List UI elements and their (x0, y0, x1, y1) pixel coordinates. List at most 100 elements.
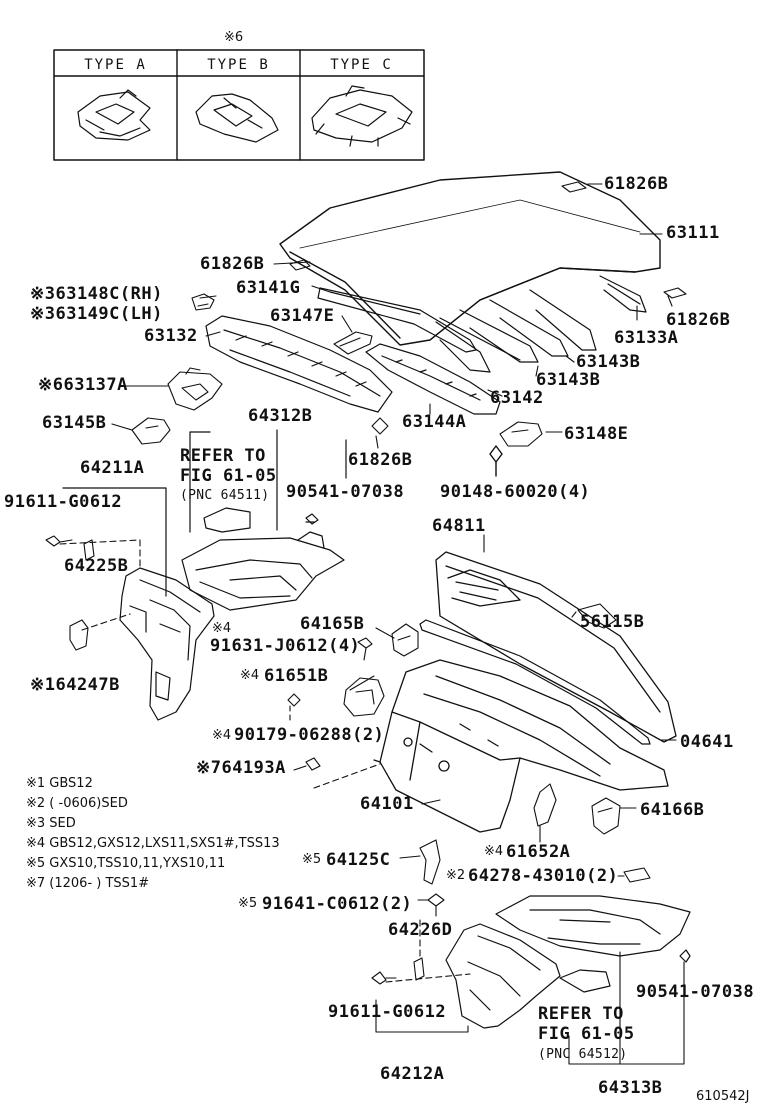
roof-reinforcements (435, 275, 647, 373)
part-label-90541-07038-upper: 90541-07038 (286, 482, 405, 502)
weatherstrip-04641 (419, 619, 651, 745)
part-label-91641-C0612: 91641-C0612(2) (262, 894, 413, 914)
part-label-63137A: ※663137A (38, 375, 128, 395)
part-label-91611-G0612-upper: 91611-G0612 (4, 492, 123, 512)
part-label-64278-43010: 64278-43010(2) (468, 866, 619, 886)
legend-note-5: ※5 GXS10,TSS10,11,YXS10,11 (26, 856, 226, 871)
part-label-63142: 63142 (490, 388, 544, 408)
type-b-bracket-sketch (195, 93, 279, 143)
bracket-61652A (533, 783, 557, 827)
type-a-bracket-sketch (77, 89, 151, 141)
part-label-61826B-right: 61826B (666, 310, 731, 330)
leader-lines-top (62, 429, 347, 597)
part-label-63148C: ※363148C(RH) (30, 284, 163, 304)
brackets-64165B-61651B (287, 623, 419, 789)
part-label-64247B: ※164247B (30, 675, 120, 695)
note-mark-4-a: ※4 (212, 621, 232, 636)
side-panel-64212A (445, 923, 561, 1029)
note-mark-2: ※2 (446, 868, 466, 883)
legend-note-7: ※7 (1206- ) TSS1# (26, 876, 150, 891)
bracket-63145B (131, 417, 171, 445)
part-label-63145B: 63145B (42, 413, 107, 433)
type-table (53, 49, 425, 161)
refer-upper-line3: (PNC 64511) (180, 488, 270, 503)
part-label-64225B: 64225B (64, 556, 129, 576)
rail-63141G (317, 287, 477, 353)
type-c-bracket-sketch (311, 85, 413, 147)
type-b-header: TYPE B (207, 57, 270, 73)
back-panel-64101 (373, 659, 669, 833)
part-label-64125C: 64125C (326, 850, 391, 870)
refer-lower-line1: REFER TO (538, 1004, 624, 1024)
part-label-63144A: 63144A (402, 412, 467, 432)
roof-panel-63111 (279, 171, 661, 346)
part-label-61826B-mid: 61826B (348, 450, 413, 470)
bolt-91641 (427, 893, 445, 917)
part-label-61652A: 61652A (506, 842, 571, 862)
trunk-lid-64811 (435, 551, 677, 743)
refer-upper-line2: FIG 61-05 (180, 466, 277, 486)
part-label-64811: 64811 (432, 516, 486, 536)
part-label-61826B-top: 61826B (604, 174, 669, 194)
part-label-63133A: 63133A (614, 328, 679, 348)
part-label-04641: 04641 (680, 732, 734, 752)
part-label-64165B: 64165B (300, 614, 365, 634)
leader-lines (111, 183, 685, 1065)
part-label-63143B-1: 63143B (576, 352, 641, 372)
part-label-64101: 64101 (360, 794, 414, 814)
bracket-64166B (591, 797, 621, 835)
part-label-61826B-left: 61826B (200, 254, 265, 274)
part-label-63132: 63132 (144, 326, 198, 346)
part-label-64193A: ※764193A (196, 758, 286, 778)
fastener-parts-left (45, 535, 141, 651)
note-mark-5-b: ※5 (238, 896, 258, 911)
part-label-64226D: 64226D (388, 920, 453, 940)
refer-upper-line1: REFER TO (180, 446, 266, 466)
legend-note-1: ※1 GBS12 (26, 776, 93, 791)
part-label-64211A: 64211A (80, 458, 145, 478)
type-table-note-mark: ※6 (224, 30, 244, 45)
small-pads (191, 181, 687, 435)
fastener-parts-right (371, 919, 471, 985)
side-panel-64211A (119, 567, 215, 721)
refer-lower-line3: (PNC 64512) (538, 1047, 628, 1062)
bracket-63147E (333, 331, 373, 355)
part-label-63148E: 63148E (564, 424, 629, 444)
type-c-header: TYPE C (330, 57, 393, 73)
legend-note-2: ※2 ( -0606)SED (26, 796, 128, 811)
refer-lower-line2: FIG 61-05 (538, 1024, 635, 1044)
part-label-91631-J0612: 91631-J0612(4) (210, 636, 361, 656)
part-label-63149C: ※363149C(LH) (30, 304, 163, 324)
rear-header-63144A (365, 343, 501, 415)
part-label-63143B-2: 63143B (536, 370, 601, 390)
part-label-91611-G0612-lower: 91611-G0612 (328, 1002, 447, 1022)
figure-code: 610542J (696, 1089, 750, 1104)
bracket-63137A (167, 367, 223, 411)
part-label-64166B: 64166B (640, 800, 705, 820)
part-label-64313B: 64313B (598, 1078, 663, 1098)
front-header-63132 (205, 315, 393, 413)
part-label-90179-06288: 90179-06288(2) (234, 725, 385, 745)
note-mark-4-b: ※4 (240, 668, 260, 683)
note-mark-4-c: ※4 (212, 728, 232, 743)
bracket-64125C (419, 839, 441, 885)
part-label-90541-07038-lower: 90541-07038 (636, 982, 755, 1002)
clip-90148 (489, 445, 503, 477)
part-label-63147E: 63147E (270, 306, 335, 326)
emblem-56115B (577, 603, 617, 629)
clip-64278 (623, 867, 651, 883)
part-label-64312B: 64312B (248, 406, 313, 426)
part-label-64212A: 64212A (380, 1064, 445, 1084)
note-mark-5-a: ※5 (302, 852, 322, 867)
legend-note-3: ※3 SED (26, 816, 76, 831)
part-label-90148-60020: 90148-60020(4) (440, 482, 591, 502)
part-label-63141G: 63141G (236, 278, 301, 298)
type-a-header: TYPE A (84, 57, 147, 73)
bracket-63148E (499, 421, 543, 447)
package-tray-64312B (181, 507, 345, 611)
note-mark-4-d: ※4 (484, 844, 504, 859)
legend-note-4: ※4 GBS12,GXS12,LXS11,SXS1#,TSS13 (26, 836, 280, 851)
tray-64313B (495, 895, 691, 993)
part-label-56115B: 56115B (580, 612, 645, 632)
